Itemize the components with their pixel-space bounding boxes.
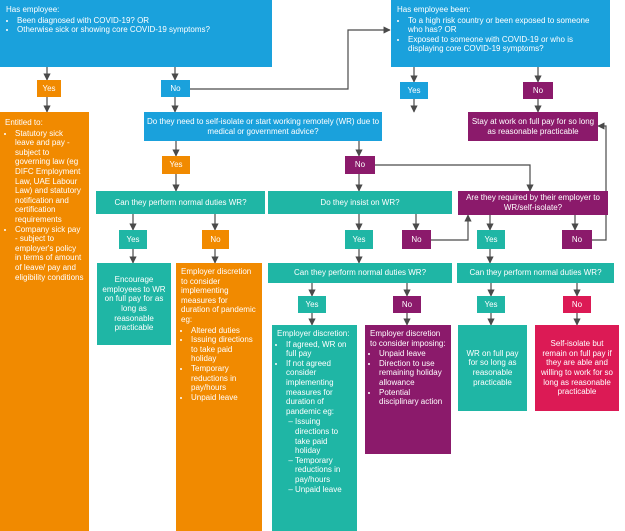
no-label-perform-2: No (393, 296, 421, 313)
box-required-by-employer: Are they required by their employer to W… (458, 191, 608, 215)
connector-no-to-box-b (190, 26, 391, 90)
no-label-b: No (523, 82, 553, 99)
no-label-perform-1: No (202, 230, 229, 249)
yes-label-b: Yes (400, 82, 428, 99)
box-self-isolate-full-pay: Self-isolate but remain on full pay if t… (535, 325, 619, 411)
no-label-perform-3: No (563, 296, 591, 313)
yes-label-insist: Yes (345, 230, 373, 249)
yes-label-a: Yes (37, 80, 61, 97)
box-has-employee-list: Been diagnosed with COVID-19? OR Otherwi… (6, 16, 266, 35)
box-employer-discretion-2-item: If not agreed consider implementing meas… (286, 359, 352, 494)
box-has-employee-title: Has employee: (6, 5, 60, 14)
no-label-isolate: No (345, 156, 375, 174)
box-entitled-item: Company sick pay - subject to employer's… (15, 225, 84, 283)
box-has-employee-been-title: Has employee been: (397, 5, 471, 14)
box-employer-discretion-2-subitem: Temporary reductions in pay/hours (295, 456, 352, 485)
box-entitled: Entitled to: Statutory sick leave and pa… (0, 112, 89, 531)
yes-label-perform-1: Yes (119, 230, 147, 249)
box-has-employee-been-list: To a high risk country or been exposed t… (397, 16, 604, 54)
box-employer-discretion-2: Employer discretion: If agreed, WR on fu… (272, 325, 357, 531)
box-employer-discretion-2-subitem: Unpaid leave (295, 485, 352, 495)
connector-required-no-to-stay (592, 122, 607, 241)
box-entitled-list: Statutory sick leave and pay - subject t… (5, 129, 84, 283)
yes-label-perform-3: Yes (477, 296, 505, 313)
box-has-employee-been-item: To a high risk country or been exposed t… (408, 16, 604, 35)
box-perform-normal-duties-3: Can they perform normal duties WR? (457, 263, 614, 283)
yes-label-required: Yes (477, 230, 505, 249)
box-employer-discretion-3-title: Employer discretion to consider imposing… (370, 329, 446, 348)
box-employer-discretion-3-list: Unpaid leave Direction to use remaining … (370, 349, 446, 407)
no-label-a: No (161, 80, 190, 97)
box-stay-at-work: Stay at work on full pay for so long as … (468, 112, 598, 141)
box-employer-discretion-1-item: Temporary reductions in pay/hours (191, 364, 257, 393)
box-employer-discretion-2-item-text: If not agreed consider implementing meas… (286, 358, 335, 416)
box-entitled-item: Statutory sick leave and pay - subject t… (15, 129, 84, 225)
box-has-employee-been: Has employee been: To a high risk countr… (391, 0, 610, 67)
box-employer-discretion-3-item: Potential disciplinary action (379, 388, 446, 407)
box-employer-discretion-1-item: Issuing directions to take paid holiday (191, 335, 257, 364)
connectors (43, 26, 607, 326)
box-employer-discretion-1: Employer discretion to consider implemen… (176, 263, 262, 531)
box-encourage-wr: Encourage employees to WR on full pay fo… (97, 263, 171, 345)
no-label-insist: No (402, 230, 431, 249)
box-employer-discretion-2-item: If agreed, WR on full pay (286, 340, 352, 359)
box-employer-discretion-2-sublist: Issuing directions to take paid holiday … (286, 417, 352, 494)
box-employer-discretion-3: Employer discretion to consider imposing… (365, 325, 451, 454)
box-perform-normal-duties-1: Can they perform normal duties WR? (96, 191, 265, 214)
box-perform-normal-duties-2: Can they perform normal duties WR? (268, 263, 452, 283)
box-has-employee-item: Been diagnosed with COVID-19? OR (17, 16, 266, 26)
box-insist-on-wr: Do they insist on WR? (268, 191, 452, 214)
yes-label-isolate: Yes (162, 156, 190, 174)
box-entitled-title: Entitled to: (5, 118, 43, 127)
connector-insist-no-to-required (431, 214, 472, 241)
box-employer-discretion-3-item: Unpaid leave (379, 349, 446, 359)
box-has-employee: Has employee: Been diagnosed with COVID-… (0, 0, 272, 67)
box-employer-discretion-2-title: Employer discretion: (277, 329, 350, 338)
box-employer-discretion-2-subitem: Issuing directions to take paid holiday (295, 417, 352, 455)
box-employer-discretion-3-item: Direction to use remaining holiday allow… (379, 359, 446, 388)
box-employer-discretion-2-list: If agreed, WR on full pay If not agreed … (277, 340, 352, 495)
box-has-employee-been-item: Exposed to someone with COVID-19 or who … (408, 35, 604, 54)
no-label-required: No (562, 230, 592, 249)
connector-no-required (375, 164, 534, 192)
box-employer-discretion-1-item: Unpaid leave (191, 393, 257, 403)
box-employer-discretion-1-list: Altered duties Issuing directions to tak… (181, 326, 257, 403)
yes-label-perform-2: Yes (298, 296, 326, 313)
box-self-isolate-question: Do they need to self-isolate or start wo… (144, 112, 382, 141)
box-employer-discretion-1-title: Employer discretion to consider implemen… (181, 267, 256, 324)
box-has-employee-item: Otherwise sick or showing core COVID-19 … (17, 25, 266, 35)
box-wr-full-pay: WR on full pay for so long as reasonable… (458, 325, 527, 411)
box-employer-discretion-1-item: Altered duties (191, 326, 257, 336)
